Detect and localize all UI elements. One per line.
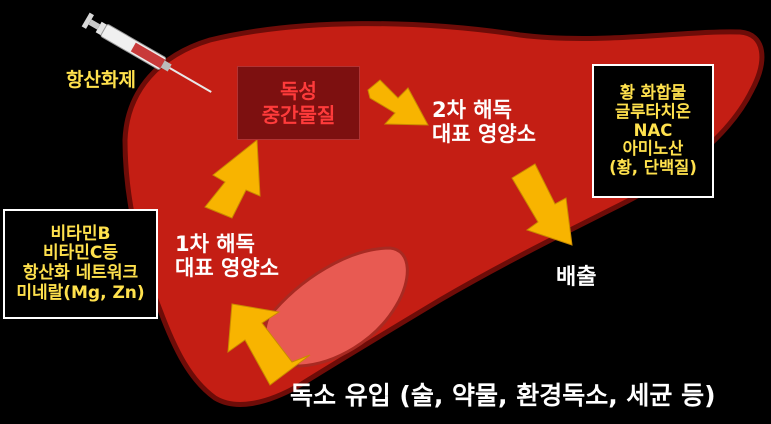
toxin-intake-label: 독소 유입 (술, 약물, 환경독소, 세균 등) xyxy=(290,381,716,410)
toxic-intermediate-box: 독성 중간물질 xyxy=(237,66,360,140)
phase1-label-line-1: 1차 해독 xyxy=(175,232,255,256)
phase2-nutrient-item: NAC xyxy=(633,120,673,140)
phase1-nutrient-item: 항산화 네트워크 xyxy=(22,263,139,283)
excretion-label: 배출 xyxy=(556,265,597,290)
phase2-nutrient-item: 황 화합물 xyxy=(619,82,687,102)
arrow-phase1-to-toxic xyxy=(204,139,261,219)
phase2-nutrient-item: (황, 단백질) xyxy=(609,158,697,178)
toxic-intermediate-line-2: 중간물질 xyxy=(261,103,336,127)
phase1-label: 1차 해독 대표 영양소 xyxy=(175,232,279,280)
phase1-nutrient-item: 비타민C등 xyxy=(42,243,119,264)
phase1-nutrients-box: 비타민B 비타민C등 항산화 네트워크 미네랄(Mg, Zn) xyxy=(3,209,158,319)
phase2-label-line-2: 대표 영양소 xyxy=(432,122,536,147)
antioxidant-label: 항산화제 xyxy=(66,69,136,91)
syringe-icon xyxy=(81,12,212,93)
phase2-nutrients-box: 황 화합물 글루타치온 NAC 아미노산 (황, 단백질) xyxy=(592,64,714,198)
arrow-intake-to-phase1 xyxy=(227,303,311,386)
phase2-label: 2차 해독 대표 영양소 xyxy=(432,98,536,146)
arrow-phase2-to-excretion xyxy=(511,163,573,246)
phase1-nutrient-item: 미네랄(Mg, Zn) xyxy=(16,282,145,303)
toxic-intermediate-line-1: 독성 xyxy=(280,79,317,103)
phase1-label-line-2: 대표 영양소 xyxy=(175,256,279,281)
arrow-toxic-to-phase2 xyxy=(367,79,429,126)
phase1-nutrient-item: 비타민B xyxy=(50,223,111,244)
phase2-label-line-1: 2차 해독 xyxy=(432,98,512,122)
phase2-nutrient-item: 글루타치온 xyxy=(615,101,691,121)
phase2-nutrient-item: 아미노산 xyxy=(622,139,684,159)
